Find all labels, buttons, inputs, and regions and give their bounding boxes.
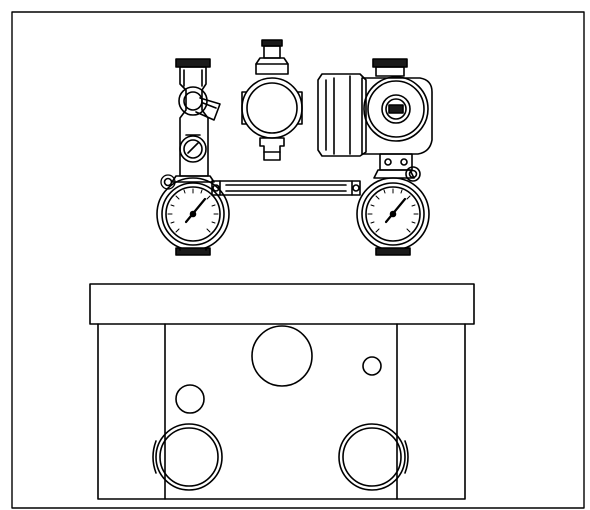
- pump-group: [157, 40, 432, 255]
- left-bottom-cap: [176, 248, 210, 255]
- lower-right-port: [339, 424, 408, 490]
- left-top-cap: [176, 59, 210, 67]
- right-top-cap: [373, 59, 407, 67]
- mounting-box: [90, 284, 474, 499]
- upper-large-hole: [252, 326, 312, 386]
- left-thermometer-gauge: [157, 175, 229, 255]
- box-lid: [90, 284, 474, 324]
- drawing-frame: [12, 12, 584, 508]
- center-valve: [242, 40, 302, 160]
- left-riser: [176, 59, 220, 176]
- strainer: [179, 87, 220, 120]
- connecting-bar: [212, 181, 360, 195]
- circulator-pump: [318, 59, 432, 181]
- box-body: [98, 324, 465, 499]
- lower-left-port: [153, 424, 222, 490]
- small-pressure-gauge: [180, 135, 206, 162]
- right-thermometer-gauge: [357, 170, 429, 255]
- left-small-hole: [176, 385, 204, 413]
- right-bottom-cap: [376, 248, 410, 255]
- center-top-cap: [262, 40, 282, 46]
- upper-small-hole: [363, 357, 381, 375]
